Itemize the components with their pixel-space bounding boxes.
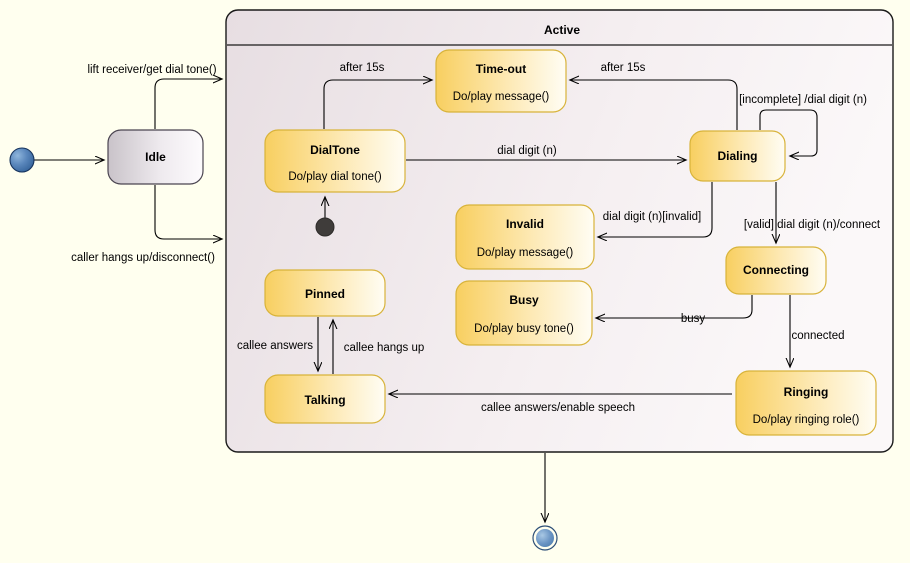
active-region-title: Active: [544, 23, 580, 37]
state-dialtone-activity: Do/play dial tone(): [288, 171, 381, 183]
label-connected: connected: [791, 330, 844, 342]
state-invalid-box: [455, 204, 595, 270]
state-pinned[interactable]: Pinned: [264, 269, 386, 317]
state-talking[interactable]: Talking: [264, 374, 386, 424]
state-ringing[interactable]: Ringing Do/play ringing role(): [735, 370, 877, 436]
state-busy-box: [455, 280, 593, 346]
label-lift-receiver: lift receiver/get dial tone(): [87, 64, 216, 76]
edge-dialtone-to-timeout[interactable]: [323, 80, 432, 129]
label-callee-answers: callee answers: [237, 340, 313, 352]
edge-active-to-idle[interactable]: [154, 185, 222, 239]
state-timeout-box: [435, 49, 567, 113]
label-callee-hangs-up: callee hangs up: [344, 342, 425, 354]
state-pinned-box: [264, 269, 386, 317]
state-busy-activity: Do/play busy tone(): [474, 323, 574, 335]
state-ringing-label: Ringing: [784, 385, 829, 399]
initial-pseudostate[interactable]: [9, 147, 35, 173]
label-incomplete: [incomplete] /dial digit (n): [739, 94, 867, 106]
state-timeout[interactable]: Time-out Do/play message(): [435, 49, 567, 113]
state-invalid-label: Invalid: [506, 217, 544, 231]
final-state[interactable]: [532, 525, 558, 551]
edge-dialing-to-timeout[interactable]: [570, 80, 738, 130]
transition-labels: lift receiver/get dial tone() caller han…: [71, 62, 881, 414]
junction-pseudostate[interactable]: [315, 217, 335, 237]
state-connecting[interactable]: Connecting: [725, 246, 827, 295]
label-enable-speech: callee answers/enable speech: [481, 402, 635, 414]
state-idle-box: [107, 129, 204, 185]
state-dialtone-box: [264, 129, 406, 193]
state-timeout-activity: Do/play message(): [453, 91, 550, 103]
state-talking-label: Talking: [304, 393, 345, 407]
state-invalid[interactable]: Invalid Do/play message(): [455, 204, 595, 270]
state-invalid-activity: Do/play message(): [477, 247, 574, 259]
label-busy: busy: [681, 313, 706, 325]
label-after-15s-right: after 15s: [601, 62, 646, 74]
label-valid-connect: [valid] dial digit (n)/connect: [744, 219, 881, 231]
state-idle[interactable]: Idle: [107, 129, 204, 185]
label-after-15s-left: after 15s: [340, 62, 385, 74]
state-dialing[interactable]: Dialing: [689, 130, 786, 182]
state-idle-label: Idle: [145, 150, 166, 164]
state-dialtone[interactable]: DialTone Do/play dial tone(): [264, 129, 406, 193]
label-dial-invalid: dial digit (n)[invalid]: [603, 211, 701, 223]
state-dialing-box: [689, 130, 786, 182]
state-dialing-label: Dialing: [717, 149, 757, 163]
edge-idle-to-active[interactable]: [154, 79, 222, 129]
label-caller-hangs-up: caller hangs up/disconnect(): [71, 252, 215, 264]
transition-edges: [34, 79, 818, 522]
state-busy[interactable]: Busy Do/play busy tone(): [455, 280, 593, 346]
edge-connecting-to-busy[interactable]: [596, 295, 753, 318]
state-ringing-box: [735, 370, 877, 436]
state-ringing-activity: Do/play ringing role(): [753, 414, 860, 426]
initial-pseudostate-circle: [9, 147, 35, 173]
edge-dialing-self-loop[interactable]: [759, 109, 818, 156]
state-pinned-label: Pinned: [305, 287, 345, 301]
state-busy-label: Busy: [509, 293, 539, 307]
state-timeout-label: Time-out: [476, 62, 526, 76]
junction-pseudostate-circle: [315, 217, 335, 237]
final-state-ring: [532, 525, 558, 551]
edge-dialing-to-invalid[interactable]: [598, 182, 713, 237]
label-dial-digit: dial digit (n): [497, 145, 557, 157]
state-dialtone-label: DialTone: [310, 143, 360, 157]
state-talking-box: [264, 374, 386, 424]
state-connecting-label: Connecting: [743, 263, 809, 277]
final-state-core: [536, 529, 554, 547]
state-connecting-box: [725, 246, 827, 295]
